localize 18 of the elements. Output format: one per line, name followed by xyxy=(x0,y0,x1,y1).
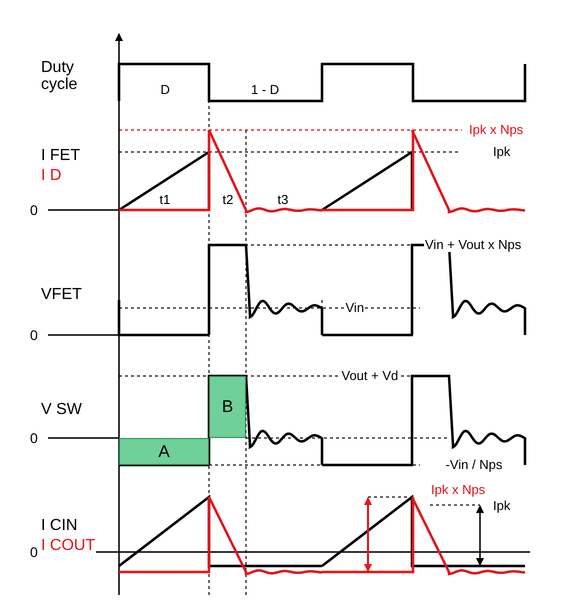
zero-label: 0 xyxy=(29,544,39,560)
level-label: Ipk xyxy=(492,499,512,514)
shaded-area: A xyxy=(119,438,209,465)
signal-label: I COUT xyxy=(40,537,96,555)
zero-label: 0 xyxy=(29,202,39,218)
level-label: Vout + Vd xyxy=(340,369,400,384)
zero-label: 0 xyxy=(29,328,39,343)
zero-label: 0 xyxy=(29,430,39,446)
level-label: Ipk xyxy=(492,145,512,160)
level-label: Vin + Vout x Nps xyxy=(424,238,522,252)
level-label: Ipk x Nps xyxy=(468,123,524,138)
level-label: -Vin / Nps xyxy=(444,458,504,472)
time-label: t1 xyxy=(158,193,172,208)
shaded-area: B xyxy=(209,376,246,438)
signal-label: Duty cycle xyxy=(40,58,78,94)
time-label: t2 xyxy=(222,193,234,208)
time-label: t3 xyxy=(276,193,290,208)
level-label: Ipk x Nps xyxy=(430,483,486,498)
